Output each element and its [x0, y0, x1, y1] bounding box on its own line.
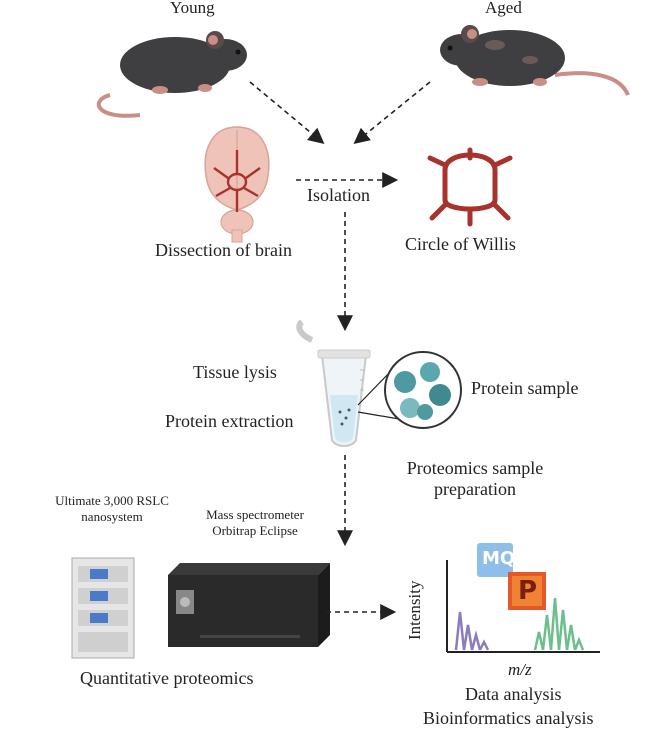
- maxquant-logo-icon: [477, 543, 513, 577]
- mass-spectrometer-icon: [168, 563, 330, 647]
- lc-system-icon: [71, 557, 135, 659]
- ms-line2: Orbitrap Eclipse: [212, 523, 298, 538]
- lc-line2: nanosystem: [81, 509, 143, 524]
- aged-mouse-icon: [440, 25, 630, 96]
- proteomics-prep-line1: Proteomics sample: [406, 458, 544, 478]
- isolation-label: Isolation: [307, 185, 370, 205]
- young-mouse-icon: [96, 31, 247, 118]
- ms-line1: Mass spectrometer: [206, 507, 304, 522]
- quant-label: Quantitative proteomics: [80, 668, 254, 688]
- spectrum-plot: [446, 543, 600, 653]
- proteomics-prep-line2: preparation: [434, 479, 516, 499]
- aged-to-isolation-arrow: [353, 81, 431, 145]
- circle-of-willis-icon: [427, 147, 513, 227]
- protein-extraction-label: Protein extraction: [165, 411, 294, 431]
- proteomics-prep-label: Proteomics sample preparation: [395, 458, 555, 500]
- tube-icon: [296, 319, 371, 447]
- data-analysis-label: Data analysis: [465, 684, 562, 704]
- mq-logo-text: MQ: [482, 548, 516, 569]
- y-axis-label: Intensity: [405, 580, 424, 641]
- circle-of-willis-label: Circle of Willis: [405, 234, 516, 254]
- brain-icon: [204, 126, 270, 243]
- x-axis-label: m/z: [508, 660, 532, 679]
- protein-sample-icon: [384, 351, 462, 429]
- protein-sample-label: Protein sample: [471, 378, 579, 398]
- young-to-isolation-arrow: [249, 81, 325, 145]
- zoom-line-top: [357, 369, 393, 406]
- young-label: Young: [170, 0, 215, 17]
- p-logo-text: P: [518, 576, 538, 606]
- lc-label: Ultimate 3,000 RSLC nanosystem: [48, 493, 176, 525]
- tissue-lysis-label: Tissue lysis: [193, 362, 277, 382]
- aged-label: Aged: [485, 0, 522, 17]
- lc-line1: Ultimate 3,000 RSLC: [55, 493, 169, 508]
- bioinformatics-label: Bioinformatics analysis: [423, 708, 594, 728]
- dissection-label: Dissection of brain: [155, 240, 292, 260]
- ms-label: Mass spectrometer Orbitrap Eclipse: [193, 507, 317, 539]
